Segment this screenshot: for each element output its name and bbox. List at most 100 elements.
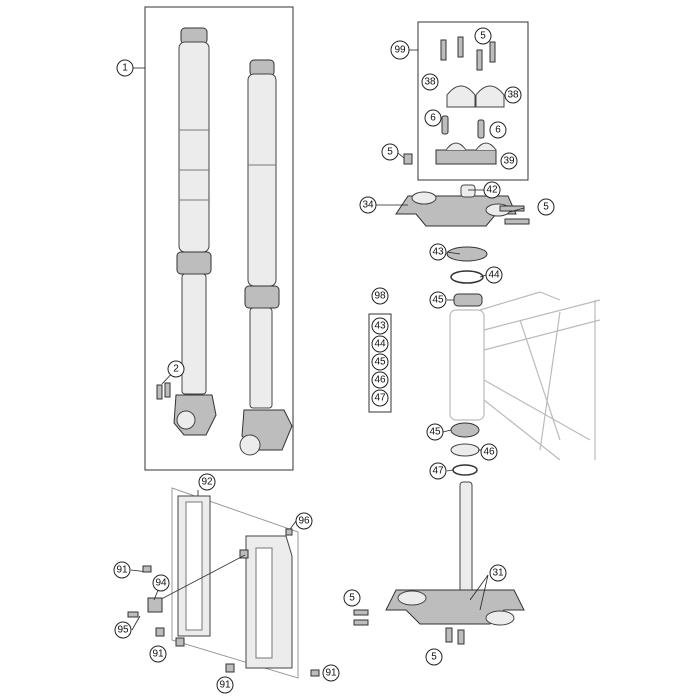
callout-2: 2 bbox=[167, 360, 185, 378]
callout-38b: 38 bbox=[504, 86, 522, 104]
svg-text:91: 91 bbox=[219, 680, 231, 691]
clamp-kit-parts bbox=[435, 36, 505, 165]
part-46-seal bbox=[450, 443, 480, 457]
callout-47: 47 bbox=[429, 462, 447, 480]
callout-5e: 5 bbox=[425, 648, 443, 666]
svg-text:45: 45 bbox=[374, 357, 386, 368]
svg-text:94: 94 bbox=[155, 578, 167, 589]
callout-91c: 91 bbox=[216, 676, 234, 694]
svg-text:38: 38 bbox=[507, 90, 519, 101]
callout-94: 94 bbox=[152, 574, 170, 592]
callout-96: 96 bbox=[295, 512, 313, 530]
fork-guard-plane bbox=[171, 487, 299, 679]
part-43-washer bbox=[446, 246, 488, 262]
svg-text:44: 44 bbox=[488, 270, 500, 281]
guard-bracket-line bbox=[149, 554, 246, 606]
callout-5a: 5 bbox=[474, 27, 492, 45]
callout-99: 99 bbox=[390, 40, 410, 60]
clamp-kit-box bbox=[417, 21, 529, 181]
upper-triple-clamp bbox=[395, 184, 530, 227]
lower-triple-clamp bbox=[385, 481, 525, 645]
callout-6a: 6 bbox=[424, 109, 442, 127]
kit-98-item-46: 46 bbox=[371, 371, 389, 389]
callout-91d: 91 bbox=[322, 664, 340, 682]
svg-text:91: 91 bbox=[325, 668, 337, 679]
svg-text:92: 92 bbox=[201, 477, 213, 488]
svg-text:43: 43 bbox=[374, 321, 386, 332]
callout-91b: 91 bbox=[149, 645, 167, 663]
fork-guard-left bbox=[177, 495, 211, 637]
callout-42: 42 bbox=[483, 181, 501, 199]
part-44-ring bbox=[450, 270, 484, 284]
svg-text:5: 5 bbox=[349, 593, 355, 604]
part-45-bearing-lower bbox=[450, 422, 480, 438]
part-5-bolt-upper bbox=[403, 153, 413, 165]
callout-98: 98 bbox=[371, 287, 389, 305]
svg-text:39: 39 bbox=[503, 156, 515, 167]
svg-text:6: 6 bbox=[495, 125, 501, 136]
svg-text:43: 43 bbox=[432, 247, 444, 258]
callout-46: 46 bbox=[480, 443, 498, 461]
callout-5b: 5 bbox=[381, 143, 399, 161]
part-5-screws-lower bbox=[353, 609, 369, 626]
svg-text:5: 5 bbox=[543, 202, 549, 213]
svg-text:96: 96 bbox=[298, 516, 310, 527]
svg-text:45: 45 bbox=[429, 427, 441, 438]
svg-text:99: 99 bbox=[394, 45, 406, 56]
part-45-bearing-upper bbox=[453, 293, 483, 307]
callout-31: 31 bbox=[489, 564, 507, 582]
kit-98-item-44: 44 bbox=[371, 335, 389, 353]
svg-text:47: 47 bbox=[432, 466, 444, 477]
guard-screws bbox=[127, 528, 320, 677]
part-47-ring bbox=[452, 464, 478, 476]
svg-text:38: 38 bbox=[424, 77, 436, 88]
right-fork-leg bbox=[239, 59, 293, 456]
callout-39: 39 bbox=[500, 152, 518, 170]
leader-lines bbox=[130, 49, 525, 631]
svg-text:34: 34 bbox=[362, 200, 374, 211]
svg-text:47: 47 bbox=[374, 393, 386, 404]
fork-guard-right bbox=[245, 535, 293, 669]
svg-text:2: 2 bbox=[173, 364, 179, 375]
callout-92: 92 bbox=[198, 473, 216, 491]
svg-text:91: 91 bbox=[116, 565, 128, 576]
frame-section bbox=[449, 291, 601, 461]
svg-text:5: 5 bbox=[431, 652, 437, 663]
part-94-bracket bbox=[147, 597, 163, 613]
callout-1: 1 bbox=[116, 59, 134, 77]
callout-5d: 5 bbox=[343, 589, 361, 607]
callout-5c: 5 bbox=[537, 198, 555, 216]
svg-text:44: 44 bbox=[374, 339, 386, 350]
kit-98-item-47: 47 bbox=[371, 389, 389, 407]
callout-91a: 91 bbox=[113, 561, 131, 579]
kit-98-item-43: 43 bbox=[371, 317, 389, 335]
callout-6b: 6 bbox=[489, 121, 507, 139]
kit-98-box bbox=[368, 313, 392, 413]
callout-34: 34 bbox=[359, 196, 377, 214]
fork-group-box bbox=[144, 6, 294, 471]
callout-45b: 45 bbox=[426, 423, 444, 441]
part-2-screws bbox=[156, 382, 171, 400]
svg-text:1: 1 bbox=[122, 63, 128, 74]
svg-text:6: 6 bbox=[430, 113, 436, 124]
svg-text:5: 5 bbox=[480, 31, 486, 42]
svg-text:5: 5 bbox=[387, 147, 393, 158]
kit-98-item-45: 45 bbox=[371, 353, 389, 371]
callout-44: 44 bbox=[485, 266, 503, 284]
svg-text:91: 91 bbox=[152, 649, 164, 660]
svg-text:95: 95 bbox=[117, 625, 129, 636]
svg-text:42: 42 bbox=[486, 185, 498, 196]
callout-45: 45 bbox=[429, 291, 447, 309]
guard-clip bbox=[239, 549, 249, 559]
callout-38a: 38 bbox=[421, 73, 439, 91]
callout-95: 95 bbox=[114, 621, 132, 639]
svg-text:98: 98 bbox=[374, 291, 386, 302]
callout-43: 43 bbox=[429, 243, 447, 261]
svg-text:31: 31 bbox=[492, 568, 504, 579]
svg-text:46: 46 bbox=[374, 375, 386, 386]
left-fork-leg bbox=[173, 27, 217, 436]
svg-text:46: 46 bbox=[483, 447, 495, 458]
svg-text:45: 45 bbox=[432, 295, 444, 306]
